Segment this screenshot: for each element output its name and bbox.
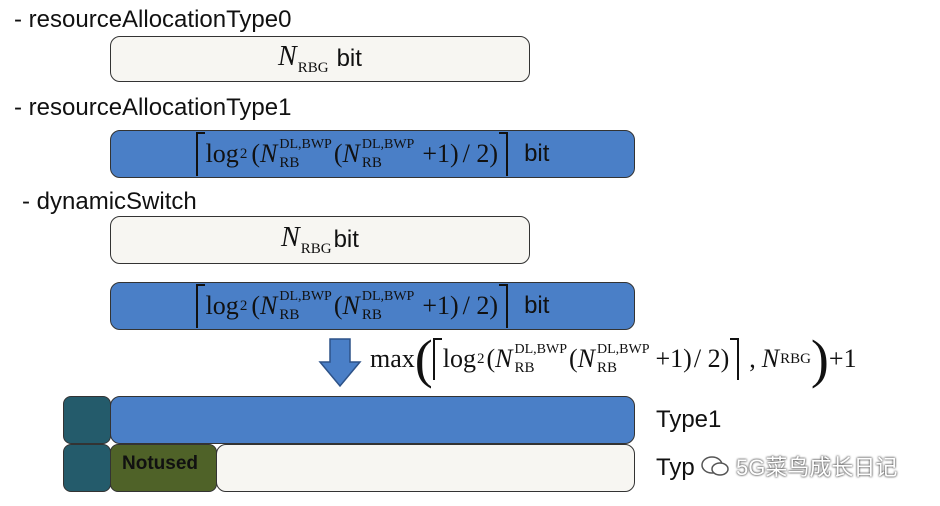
dynamic-nrbg-box: NRBG bit: [110, 216, 530, 264]
bit-unit: bit: [524, 140, 550, 167]
not-used-box: Notused: [110, 444, 217, 492]
watermark: 5G菜鸟成长日记: [700, 450, 897, 482]
type0-bar: [216, 444, 635, 492]
dynamic-switch-heading: - dynamicSwitch: [22, 188, 197, 215]
type1-legend-label: Type1: [656, 406, 722, 433]
flag-bit-square: [63, 396, 111, 444]
down-arrow-icon: [318, 338, 362, 388]
bit-unit: bit: [336, 45, 362, 72]
big-open-paren: (: [414, 329, 433, 389]
flag-bit-square: [63, 444, 111, 492]
nrbg-expression: NRBG: [278, 41, 329, 76]
type0-legend-label: Typ: [656, 454, 695, 481]
type0-heading: - resourceAllocationType0: [14, 6, 292, 33]
type1-bar: [110, 396, 635, 444]
big-close-paren: ): [810, 329, 829, 389]
nrbg-expression: NRBG: [281, 222, 332, 257]
type1-heading: - resourceAllocationType1: [14, 94, 292, 121]
bit-unit: bit: [333, 226, 359, 253]
wechat-icon: [701, 456, 729, 476]
type0-field-box: NRBG bit: [110, 36, 530, 82]
bit-unit: bit: [524, 292, 550, 319]
